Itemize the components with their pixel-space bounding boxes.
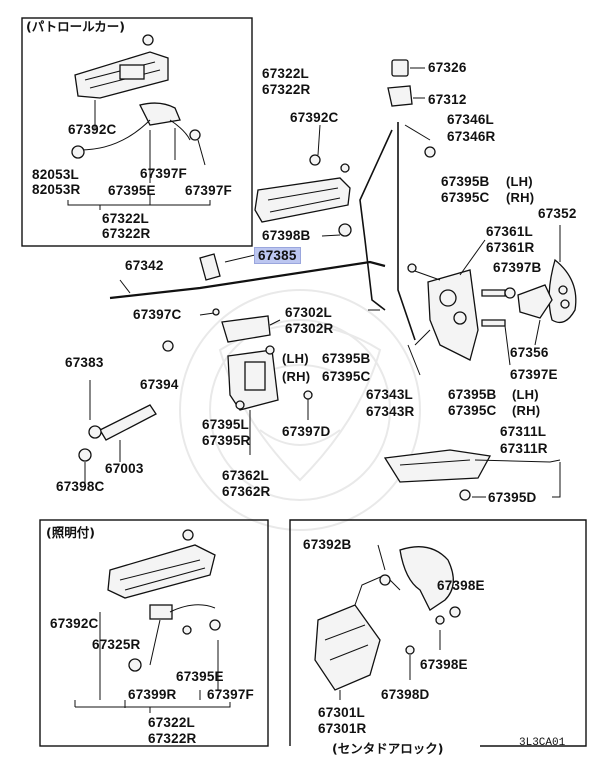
outer-handle-part — [254, 154, 352, 237]
part-label-67397E[interactable]: 67397E — [510, 367, 558, 382]
part-label-67311L[interactable]: 67311L — [500, 424, 547, 439]
part-label-67361L[interactable]: 67361L — [486, 224, 533, 239]
part-label-67356[interactable]: 67356 — [510, 345, 549, 360]
part-label-67003[interactable]: 67003 — [105, 461, 144, 476]
patrol-handle-part — [71, 34, 201, 159]
part-label-67397F-l[interactable]: 67397F — [207, 687, 254, 702]
part-label-67395D[interactable]: 67395D — [488, 490, 537, 505]
part-label-67362R[interactable]: 67362R — [222, 484, 271, 499]
diagram-code: 3L3CA01 — [519, 737, 566, 749]
part-label-67322R-c[interactable]: 67322R — [148, 731, 197, 746]
door-lock-67361 — [407, 263, 479, 361]
part-label-67385-highlighted[interactable]: 67385 — [254, 247, 301, 264]
part-label-67322L-b[interactable]: 67322L — [262, 66, 309, 81]
part-67312 — [387, 85, 413, 107]
part-label-82053L[interactable]: 82053L — [32, 167, 79, 182]
part-label-67302R[interactable]: 67302R — [285, 321, 334, 336]
part-label-67395C-3[interactable]: 67395C — [448, 403, 497, 418]
checker-67003 — [78, 380, 157, 462]
part-label-67398E-2[interactable]: 67398E — [420, 657, 468, 672]
part-label-67362L[interactable]: 67362L — [222, 468, 269, 483]
label-lh-3: (LH) — [512, 387, 539, 402]
part-label-67395E[interactable]: 67395E — [108, 183, 156, 198]
part-label-67395B-2[interactable]: 67395B — [322, 351, 371, 366]
part-label-67392C-b[interactable]: 67392C — [290, 110, 339, 125]
part-label-67346L[interactable]: 67346L — [447, 112, 494, 127]
part-label-67395C-1[interactable]: 67395C — [441, 190, 490, 205]
part-label-67395L[interactable]: 67395L — [202, 417, 249, 432]
label-lh-center: (LH) — [282, 351, 309, 366]
part-67326 — [391, 59, 409, 77]
part-label-67395B-3[interactable]: 67395B — [448, 387, 497, 402]
part-label-67398D[interactable]: 67398D — [381, 687, 430, 702]
part-label-67395E-l[interactable]: 67395E — [176, 669, 224, 684]
lighting-title: (照明付) — [46, 525, 95, 540]
central-lock-box — [289, 519, 587, 747]
bracket-central — [399, 546, 454, 611]
patrol-car-title: (パトロールカー) — [26, 19, 125, 34]
part-label-67352[interactable]: 67352 — [538, 206, 577, 221]
part-label-67398B[interactable]: 67398B — [262, 228, 311, 243]
label-lh-1: (LH) — [506, 174, 533, 189]
part-label-67395B-1[interactable]: 67395B — [441, 174, 490, 189]
part-label-67399R[interactable]: 67399R — [128, 687, 177, 702]
pad-67385 — [199, 253, 221, 281]
part-label-67395C-2[interactable]: 67395C — [322, 369, 371, 384]
part-label-67301R[interactable]: 67301R — [318, 721, 367, 736]
part-label-82053R[interactable]: 82053R — [32, 182, 81, 197]
part-label-67322L[interactable]: 67322L — [102, 211, 149, 226]
part-label-67343L[interactable]: 67343L — [366, 387, 413, 402]
bracket-67302 — [221, 315, 271, 343]
part-label-67394[interactable]: 67394 — [140, 377, 179, 392]
part-label-67397D[interactable]: 67397D — [282, 424, 331, 439]
part-label-67312[interactable]: 67312 — [428, 92, 467, 107]
part-label-67398E-1[interactable]: 67398E — [437, 578, 485, 593]
part-label-67322R-b[interactable]: 67322R — [262, 82, 311, 97]
part-label-67322L-c[interactable]: 67322L — [148, 715, 195, 730]
bezel-67311 — [383, 449, 492, 483]
part-label-67325R[interactable]: 67325R — [92, 637, 141, 652]
watermark-emblem — [179, 289, 421, 531]
part-label-67311R[interactable]: 67311R — [500, 441, 548, 456]
label-rh-1: (RH) — [506, 190, 535, 205]
part-label-67395R[interactable]: 67395R — [202, 433, 251, 448]
part-label-67301L[interactable]: 67301L — [318, 705, 365, 720]
part-label-67397B[interactable]: 67397B — [493, 260, 542, 275]
clip-67394 — [162, 340, 174, 352]
lighting-handle-part — [107, 529, 221, 672]
part-label-67397F[interactable]: 67397F — [140, 166, 187, 181]
patrol-car-box — [21, 17, 253, 247]
part-label-67392C-l[interactable]: 67392C — [50, 616, 99, 631]
part-label-67397C[interactable]: 67397C — [133, 307, 182, 322]
part-label-67383[interactable]: 67383 — [65, 355, 104, 370]
part-label-67302L[interactable]: 67302L — [285, 305, 332, 320]
central-lock-title: (センタドアロック) — [332, 741, 444, 756]
striker-67356 — [517, 284, 553, 319]
part-label-67392C[interactable]: 67392C — [68, 122, 117, 137]
part-label-67322R[interactable]: 67322R — [102, 226, 151, 241]
part-label-67398C[interactable]: 67398C — [56, 479, 105, 494]
control-67362 — [227, 345, 279, 411]
lighting-box — [39, 519, 269, 747]
part-label-67343R[interactable]: 67343R — [366, 404, 415, 419]
part-label-67346R[interactable]: 67346R — [447, 129, 496, 144]
label-rh-3: (RH) — [512, 403, 541, 418]
part-label-67397F-2[interactable]: 67397F — [185, 183, 232, 198]
part-label-67392B[interactable]: 67392B — [303, 537, 352, 552]
part-label-67326[interactable]: 67326 — [428, 60, 467, 75]
actuator-67301 — [314, 574, 401, 691]
part-label-67342[interactable]: 67342 — [125, 258, 164, 273]
part-label-67361R[interactable]: 67361R — [486, 240, 535, 255]
label-rh-center: (RH) — [282, 369, 311, 384]
